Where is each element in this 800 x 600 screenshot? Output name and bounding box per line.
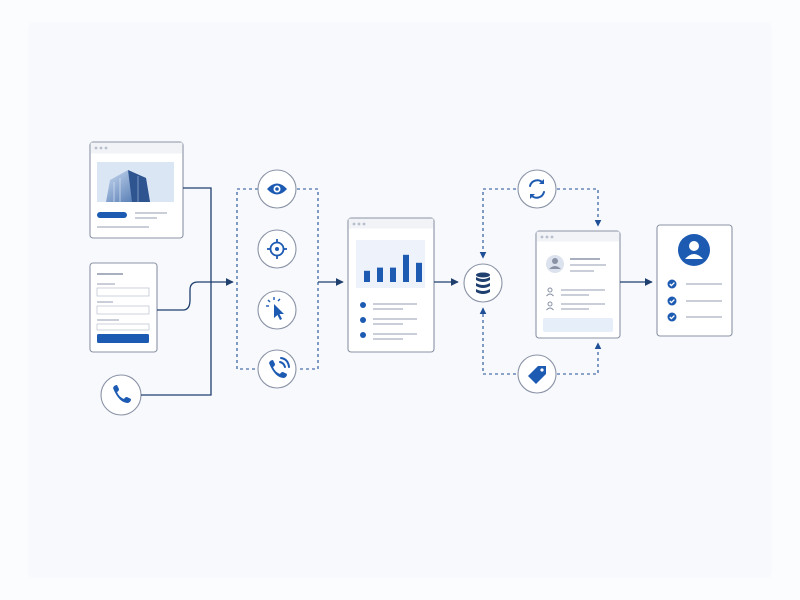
chart-bar [403,254,409,282]
phone-source [100,374,142,416]
lead-card [656,224,733,337]
bullet-dot [360,317,366,323]
phone-call-icon [269,357,290,378]
database-icon [476,272,490,294]
form-card [89,262,158,353]
building-image [106,170,150,202]
phone-call-node [257,349,297,389]
check-icon [667,296,677,306]
person-icon [546,301,554,311]
person-icon [546,287,554,297]
tracking-group [236,169,319,389]
target-node [257,229,297,269]
chart-bar [377,267,383,282]
phone-icon [113,385,131,403]
analytics-card [347,217,435,353]
check-icon [667,312,677,322]
bullet-dot [360,332,366,338]
eye-node [257,169,297,209]
chart-bar [390,267,396,282]
web-page-card [89,141,184,239]
tag-icon [528,366,546,384]
chart-bar [364,270,370,282]
user-avatar-icon [678,234,710,266]
tag-node [517,354,557,394]
sync-node [517,169,557,209]
check-icon [667,279,677,289]
sync-icon [529,179,545,199]
click-icon [266,297,284,320]
database-node [463,263,503,303]
avatar-icon [546,255,564,273]
target-icon [267,239,287,259]
bar-chart [364,254,422,282]
contact-profile-card [535,230,621,339]
bullet-dot [360,302,366,308]
chart-bar [416,262,422,282]
form-submit-button [97,334,149,343]
eye-icon [267,183,287,195]
click-node [257,290,297,330]
